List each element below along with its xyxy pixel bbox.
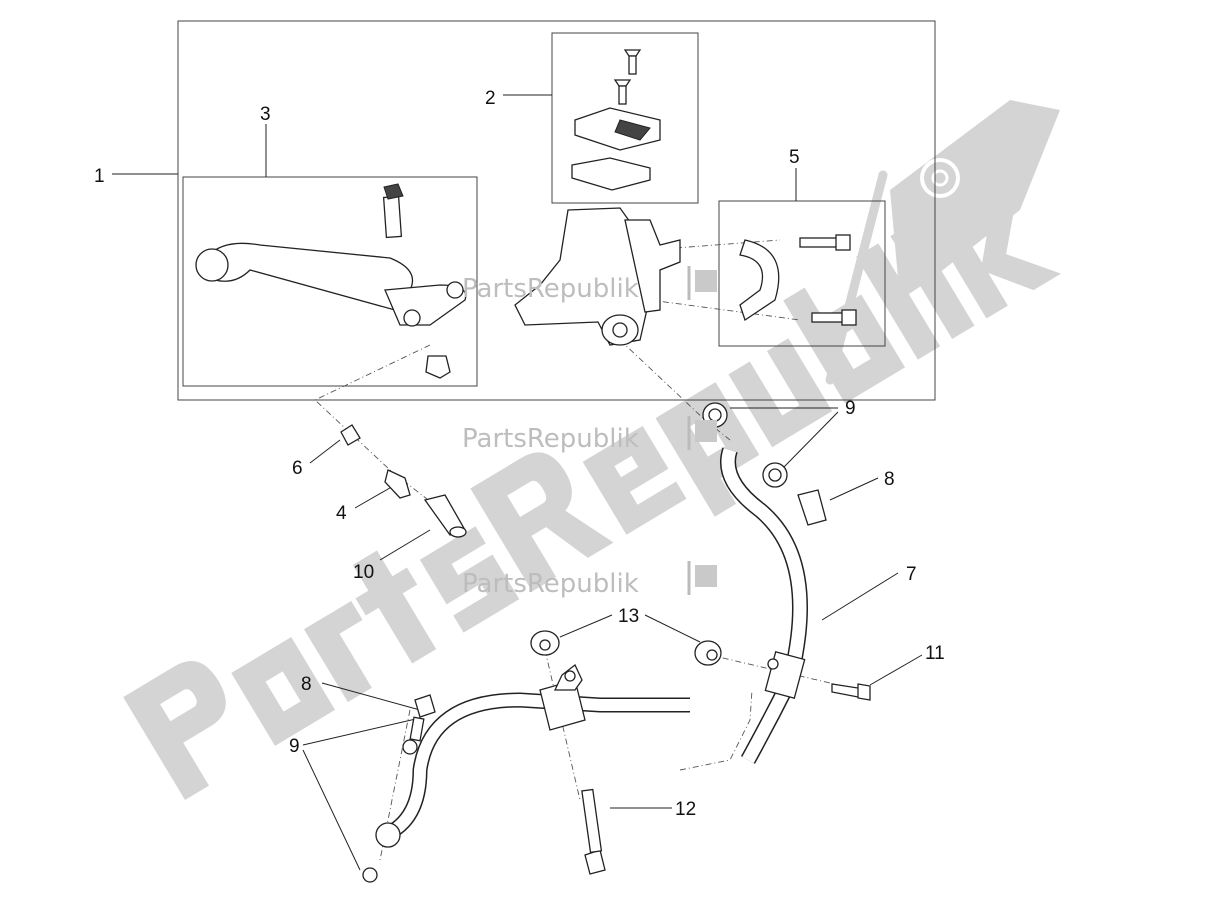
- callout-4: 4: [336, 503, 347, 524]
- grommets-part-13: [530, 630, 722, 666]
- svg-text:PartsRepublik: PartsRepublik: [462, 424, 639, 454]
- brake-lever-part-3: [195, 183, 467, 379]
- callout-5: 5: [789, 147, 800, 168]
- watermark-small-2: PartsRepublik: [462, 416, 717, 454]
- bolt-part-11: [831, 683, 871, 701]
- callout-3: 3: [260, 104, 271, 125]
- reservoir-cap-box-2: [551, 32, 699, 204]
- lever-box-3: [182, 176, 478, 387]
- callout-1: 1: [94, 166, 105, 187]
- reservoir-cap-part-2: [571, 49, 661, 191]
- assembly-box-1: [177, 20, 936, 401]
- callout-7: 7: [906, 564, 917, 585]
- banjo-bolt-washers-top: [702, 402, 827, 526]
- leader-lines: [112, 94, 923, 871]
- lower-brake-pipe: [362, 663, 690, 883]
- callout-6: 6: [292, 458, 303, 479]
- callout-9-top: 9: [845, 398, 856, 419]
- svg-text:PartsRepublik: PartsRepublik: [462, 274, 639, 304]
- brake-hose-part-7: [720, 447, 808, 764]
- callout-8-right: 8: [884, 469, 895, 490]
- callout-10: 10: [353, 562, 374, 583]
- callout-labels: 1 2 3 5 9 8 6 4 10 7 13 11 8 9 12: [94, 88, 945, 820]
- callout-9-left: 9: [289, 736, 300, 757]
- callout-2: 2: [485, 88, 496, 109]
- callout-11: 11: [925, 643, 945, 664]
- watermark-small-1: PartsRepublik: [462, 266, 717, 304]
- master-cylinder-body: [514, 207, 681, 346]
- callout-12: 12: [675, 799, 696, 820]
- handlebar-clamp-part-5: [739, 234, 857, 326]
- watermark-small-3: PartsRepublik: [462, 561, 717, 599]
- callout-8-left: 8: [301, 674, 312, 695]
- clamp-box-5: [718, 200, 886, 347]
- svg-text:PartsRepublik: PartsRepublik: [462, 569, 639, 599]
- pin-parts-6-4-10: [340, 424, 467, 538]
- callout-13: 13: [618, 606, 639, 627]
